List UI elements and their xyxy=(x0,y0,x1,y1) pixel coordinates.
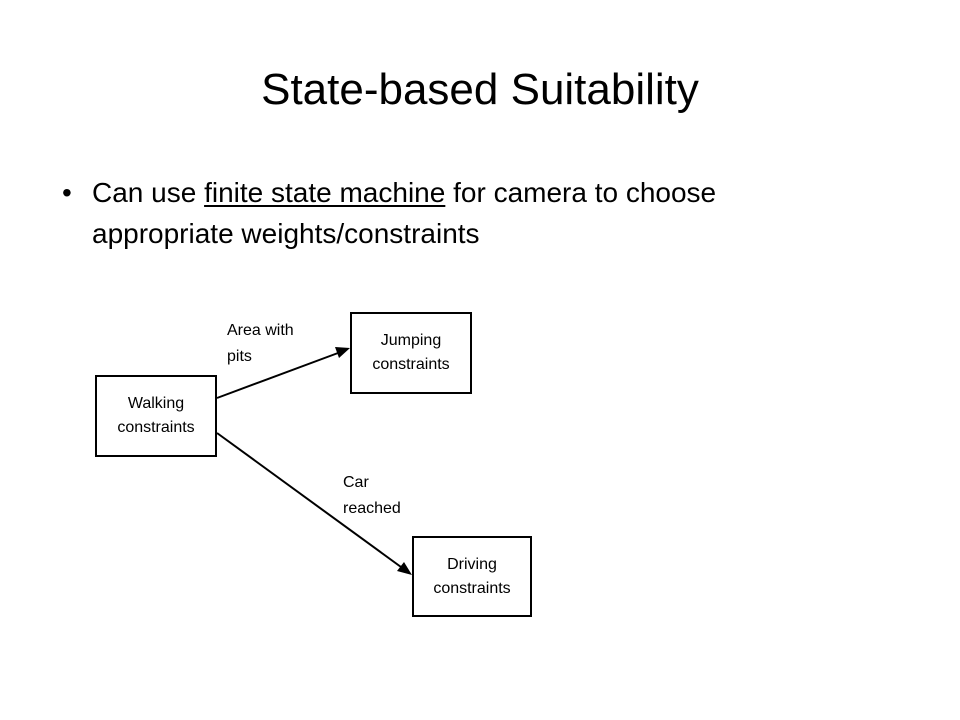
node-driving-line2: constraints xyxy=(433,579,511,597)
node-jumping-constraints: Jumping constraints xyxy=(350,312,472,394)
bullet-text: Can use finite state machine for camera … xyxy=(92,172,872,254)
node-walking-line1: Walking xyxy=(127,395,185,412)
edge-label-1-line1: Area with xyxy=(227,322,294,339)
finite-state-machine-link[interactable]: finite state machine xyxy=(204,177,446,208)
arrowhead-driving xyxy=(397,562,412,575)
bullet-suffix: for camera to choose xyxy=(445,177,717,208)
edge-label-2-line2: reached xyxy=(343,500,401,517)
node-walking-line2: constraints xyxy=(117,419,195,436)
node-driving-line1: Driving xyxy=(447,555,497,573)
node-driving-constraints: Driving constraints xyxy=(412,536,532,617)
bullet-line2: appropriate weights/constraints xyxy=(92,218,480,249)
node-jumping-line1: Jumping xyxy=(380,332,442,349)
edge-label-area-with-pits: Area with pits xyxy=(227,318,294,370)
edge-walking-to-jumping xyxy=(216,352,339,399)
slide-title: State-based Suitability xyxy=(261,65,699,114)
node-walking-constraints: Walking constraints xyxy=(95,375,217,457)
bullet-dot: • xyxy=(62,177,72,208)
edge-label-2-line1: Car xyxy=(343,474,369,491)
arrowhead-jumping xyxy=(335,347,350,358)
edge-label-car-reached: Car reached xyxy=(343,470,401,522)
edge-label-1-line2: pits xyxy=(227,348,252,365)
node-jumping-line2: constraints xyxy=(372,356,450,373)
bullet-prefix: Can use xyxy=(92,177,205,208)
edge-walking-to-driving xyxy=(216,432,402,568)
